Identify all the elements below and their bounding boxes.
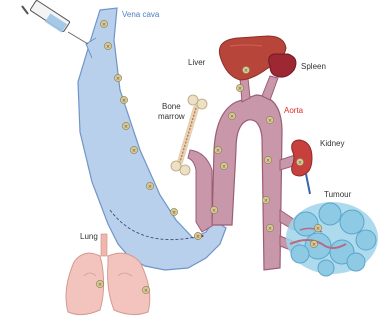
nanoparticle: × (194, 232, 201, 240)
svg-text:×: × (312, 242, 316, 248)
aorta-label: Aorta (284, 106, 303, 115)
nanoparticle: × (242, 66, 249, 74)
svg-text:×: × (230, 114, 234, 120)
nanoparticle: × (114, 74, 121, 82)
svg-text:×: × (298, 160, 302, 166)
svg-text:×: × (148, 184, 152, 190)
nanoparticle: × (314, 224, 321, 232)
svg-text:×: × (212, 208, 216, 214)
svg-text:×: × (316, 226, 320, 232)
nanoparticle: × (264, 156, 271, 164)
nanoparticle: × (120, 96, 127, 104)
lung-label: Lung (80, 232, 98, 241)
svg-text:×: × (216, 148, 220, 154)
svg-text:×: × (238, 86, 242, 92)
bone-marrow-label-line1: Bone (162, 102, 181, 111)
tumour-label: Tumour (324, 190, 351, 199)
svg-text:×: × (122, 98, 126, 104)
nanoparticle: × (310, 240, 317, 248)
svg-text:×: × (222, 164, 226, 170)
svg-text:×: × (98, 282, 102, 288)
kidney-label: Kidney (320, 139, 344, 148)
tumour-icon (286, 202, 378, 276)
kidney-icon (292, 140, 312, 194)
nanoparticle: × (130, 146, 137, 154)
nanoparticle: × (214, 146, 221, 154)
nanoparticle: × (96, 280, 103, 288)
svg-text:×: × (172, 210, 176, 216)
spleen-icon (269, 54, 296, 77)
svg-text:×: × (144, 288, 148, 294)
nanoparticle: × (266, 116, 273, 124)
nanoparticle: × (220, 162, 227, 170)
artery-left-limb (188, 150, 212, 232)
nanoparticle: × (236, 84, 243, 92)
nanoparticle: × (262, 196, 269, 204)
svg-text:×: × (268, 118, 272, 124)
svg-text:×: × (266, 158, 270, 164)
bone-marrow-label-line2: marrow (158, 112, 185, 121)
nanoparticle: × (146, 182, 153, 190)
syringe-icon (22, 0, 88, 44)
nanoparticle: × (228, 112, 235, 120)
nanoparticle: × (142, 286, 149, 294)
svg-text:×: × (196, 234, 200, 240)
nanoparticle: × (170, 208, 177, 216)
nanoparticle: × (210, 206, 217, 214)
svg-text:×: × (244, 68, 248, 74)
svg-text:×: × (102, 22, 106, 28)
svg-text:×: × (124, 124, 128, 130)
liver-label: Liver (188, 58, 205, 67)
nanoparticle: × (100, 20, 107, 28)
nanoparticle: × (266, 224, 273, 232)
nanoparticle: × (104, 42, 111, 50)
svg-text:×: × (106, 44, 110, 50)
nanoparticle: × (296, 158, 303, 166)
svg-text:×: × (116, 76, 120, 82)
svg-text:×: × (264, 198, 268, 204)
svg-text:×: × (132, 148, 136, 154)
vena-cava-label: Vena cava (122, 10, 159, 19)
spleen-label: Spleen (301, 62, 326, 71)
nanoparticle: × (122, 122, 129, 130)
svg-text:×: × (268, 226, 272, 232)
